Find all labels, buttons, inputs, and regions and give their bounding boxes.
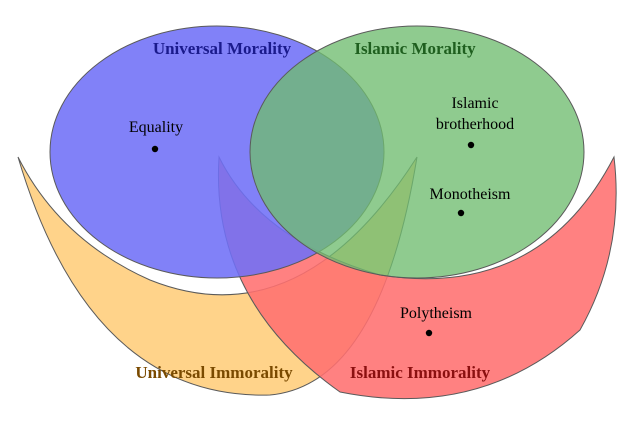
- item-polytheism: Polytheism: [400, 305, 473, 322]
- point-islamic-brotherhood: [467, 141, 475, 149]
- item-monotheism: Monotheism: [430, 186, 511, 203]
- item-islamic-brotherhood-line1: Islamic: [451, 95, 498, 112]
- point-equality: [151, 145, 159, 153]
- point-polytheism: [425, 329, 433, 337]
- islamic-morality-title: Islamic Morality: [354, 39, 476, 58]
- islamic-immorality-title: Islamic Immorality: [350, 363, 491, 382]
- item-equality: Equality: [129, 119, 183, 136]
- item-islamic-brotherhood-line2: brotherhood: [436, 116, 514, 133]
- universal-morality-title: Universal Morality: [153, 39, 292, 58]
- islamic-morality-region: [249, 25, 585, 279]
- universal-immorality-title: Universal Immorality: [135, 363, 293, 382]
- point-monotheism: [457, 209, 465, 217]
